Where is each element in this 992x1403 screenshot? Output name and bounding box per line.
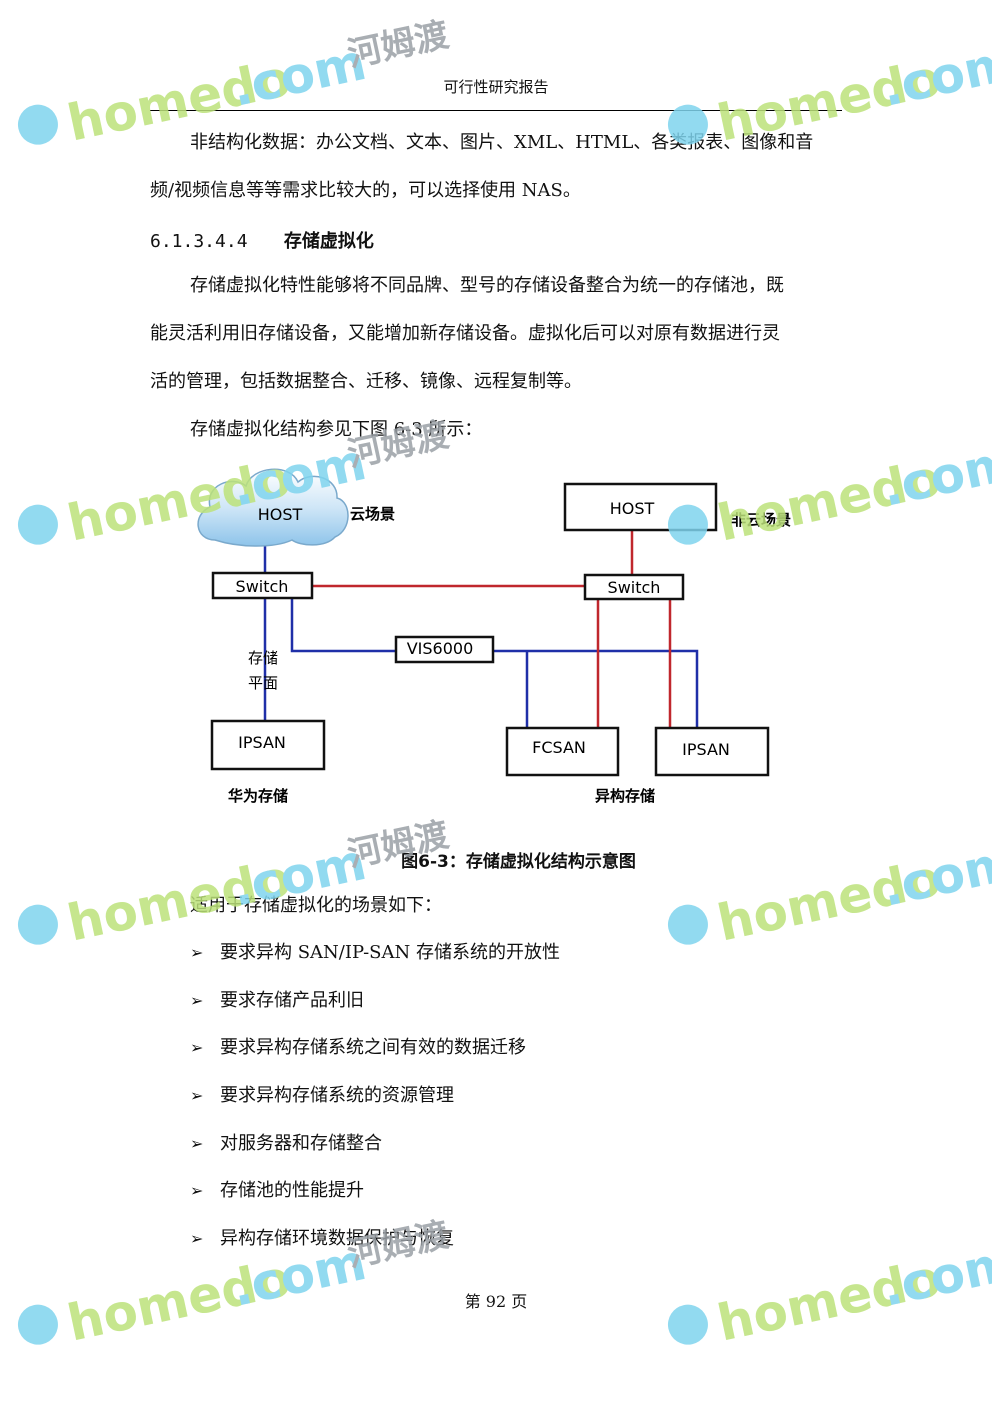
- storage-plane-label-2: 平面: [248, 674, 278, 692]
- arrow-bullet-icon: ➢: [190, 1181, 204, 1201]
- body-p1-line-3: 活的管理，包括数据整合、迁移、镜像、远程复制等。: [150, 371, 582, 392]
- cloud-scene-label: 云场景: [350, 505, 395, 523]
- intro-line-2: 频/视频信息等等需求比较大的，可以选择使用 NAS。: [150, 180, 581, 201]
- arrow-bullet-icon: ➢: [190, 1086, 204, 1106]
- ipsan-right-label: IPSAN: [682, 740, 730, 759]
- hetero-storage-label: 异构存储: [595, 787, 655, 805]
- section-number: 6.1.3.4.4: [150, 231, 248, 252]
- ipsan-left-box: [210, 719, 326, 771]
- noncloud-scene-label: 非云场景: [731, 511, 791, 529]
- arrow-bullet-icon: ➢: [190, 1038, 204, 1058]
- huawei-storage-label: 华为存储: [228, 787, 288, 805]
- link-switch-vis: [290, 598, 396, 653]
- page-number: 第 92 页: [464, 1292, 528, 1311]
- intro-line-1: 非结构化数据：办公文档、文本、图片、XML、HTML、各类报表、图像和音: [190, 132, 814, 153]
- switch-left-box: [211, 571, 314, 600]
- vis-label: VIS6000: [407, 639, 474, 658]
- list-item: ➢异构存储环境数据保护与恢复: [190, 1228, 454, 1250]
- arrow-bullet-icon: ➢: [190, 1229, 204, 1249]
- link-vis-ipsan-right: [493, 649, 699, 728]
- arrow-bullet-icon: ➢: [190, 1133, 204, 1153]
- blue-links: [263, 540, 699, 728]
- storage-plane-label-1: 存储: [248, 649, 278, 667]
- section-heading: 6.1.3.4.4 存储虚拟化: [150, 227, 374, 253]
- vis-box: [394, 635, 495, 664]
- fcsan-box: [505, 726, 620, 777]
- body-p1-line-2: 能灵活利用旧存储设备，又能增加新存储设备。虚拟化后可以对原有数据进行灵: [150, 323, 780, 344]
- host-label: HOST: [610, 499, 655, 518]
- figure-caption: 图6-3：存储虚拟化结构示意图: [401, 852, 636, 872]
- cloud-icon: [197, 468, 349, 547]
- list-item: ➢要求存储产品利旧: [190, 989, 364, 1011]
- scenario-list: ➢要求异构 SAN/IP-SAN 存储系统的开放性 ➢要求存储产品利旧 ➢要求异…: [190, 941, 560, 1275]
- section-title: 存储虚拟化: [283, 231, 374, 252]
- list-item: ➢存储池的性能提升: [190, 1180, 364, 1202]
- switch-left-label: Switch: [236, 577, 289, 596]
- red-links: [312, 530, 672, 728]
- page-header: 可行性研究报告: [443, 78, 549, 96]
- body-p1-line-1: 存储虚拟化特性能够将不同品牌、型号的存储设备整合为统一的存储池，既: [190, 275, 784, 296]
- arrow-bullet-icon: ➢: [190, 943, 204, 962]
- list-item: ➢要求异构 SAN/IP-SAN 存储系统的开放性: [190, 942, 560, 963]
- switch-right-box: [583, 573, 685, 601]
- list-item: ➢要求异构存储系统的资源管理: [190, 1085, 454, 1107]
- fcsan-label: FCSAN: [532, 738, 586, 757]
- switch-right-label: Switch: [608, 578, 661, 597]
- body-p2: 存储虚拟化结构参见下图 6-3 所示：: [190, 419, 483, 440]
- cloud-host-node: HOST: [197, 468, 349, 547]
- list-item: ➢对服务器和存储整合: [190, 1132, 382, 1154]
- list-item: ➢要求异构存储系统之间有效的数据迁移: [190, 1037, 526, 1059]
- ipsan-left-label: IPSAN: [238, 733, 286, 752]
- ipsan-right-box: [654, 726, 770, 777]
- arrow-bullet-icon: ➢: [190, 990, 204, 1010]
- cloud-host-label: HOST: [258, 505, 303, 524]
- list-intro: 适用于存储虚拟化的场景如下：: [190, 895, 442, 916]
- header-rule: [150, 110, 842, 111]
